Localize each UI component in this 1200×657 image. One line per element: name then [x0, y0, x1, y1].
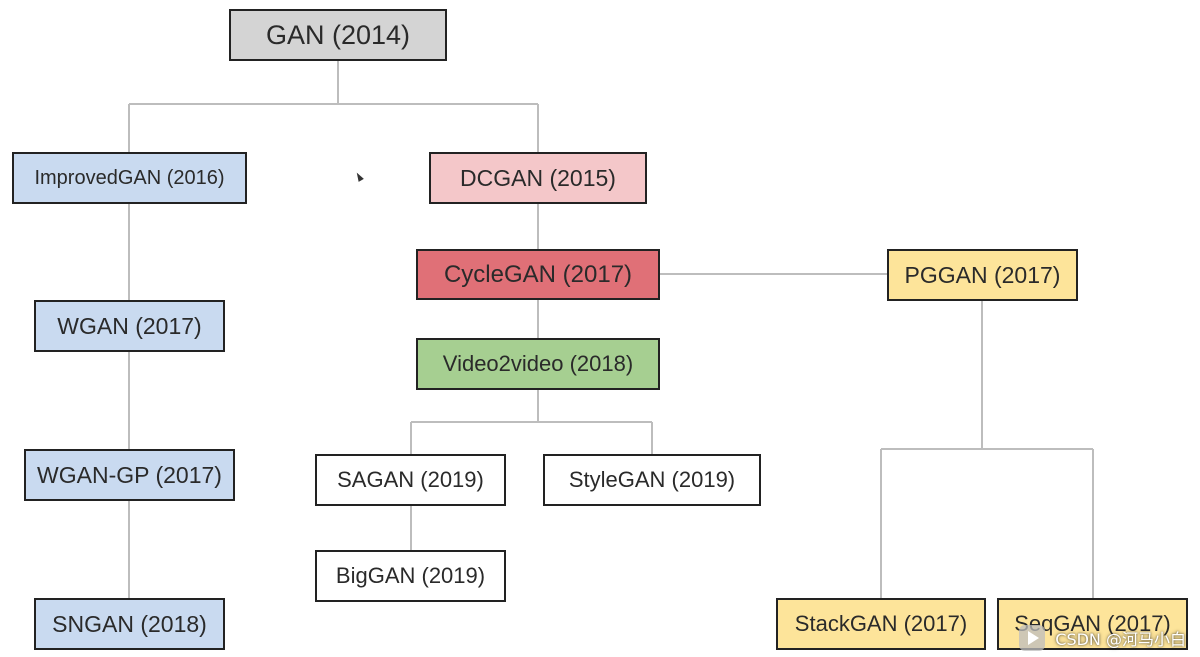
node-sagan: SAGAN (2019) [315, 454, 506, 506]
node-video2video: Video2video (2018) [416, 338, 660, 390]
watermark-text: CSDN @河马小白 [1055, 630, 1186, 649]
node-pggan: PGGAN (2017) [887, 249, 1078, 301]
node-wgangp: WGAN-GP (2017) [24, 449, 235, 501]
node-biggan-label: BigGAN (2019) [335, 563, 486, 588]
node-sngan-label: SNGAN (2018) [52, 610, 207, 637]
node-dcgan-label: DCGAN (2015) [460, 164, 616, 191]
node-video2video-label: Video2video (2018) [442, 351, 634, 376]
node-cyclegan: CycleGAN (2017) [416, 249, 660, 300]
node-improvedgan-label: ImprovedGAN (2016) [34, 166, 225, 189]
play-icon [1019, 625, 1046, 651]
node-sngan: SNGAN (2018) [34, 598, 225, 650]
node-wgangp-label: WGAN-GP (2017) [37, 461, 222, 488]
node-cyclegan-label: CycleGAN (2017) [443, 260, 633, 288]
node-seqgan: SeqGAN (2017) [997, 598, 1188, 650]
node-wgan-label: WGAN (2017) [57, 312, 202, 339]
node-gan: GAN (2014) [229, 9, 447, 61]
node-stylegan: StyleGAN (2019) [543, 454, 761, 506]
node-wgan: WGAN (2017) [34, 300, 225, 352]
node-stackgan: StackGAN (2017) [776, 598, 986, 650]
node-pggan-label: PGGAN (2017) [904, 261, 1061, 288]
node-sagan-label: SAGAN (2019) [337, 467, 484, 492]
node-stylegan-label: StyleGAN (2019) [568, 467, 736, 492]
csdn-watermark: CSDN @河马小白 [1019, 625, 1186, 651]
node-stackgan-label: StackGAN (2017) [794, 611, 968, 636]
node-dcgan: DCGAN (2015) [429, 152, 647, 204]
node-biggan: BigGAN (2019) [315, 550, 506, 602]
node-improvedgan: ImprovedGAN (2016) [12, 152, 247, 204]
node-gan-label: GAN (2014) [265, 19, 411, 50]
